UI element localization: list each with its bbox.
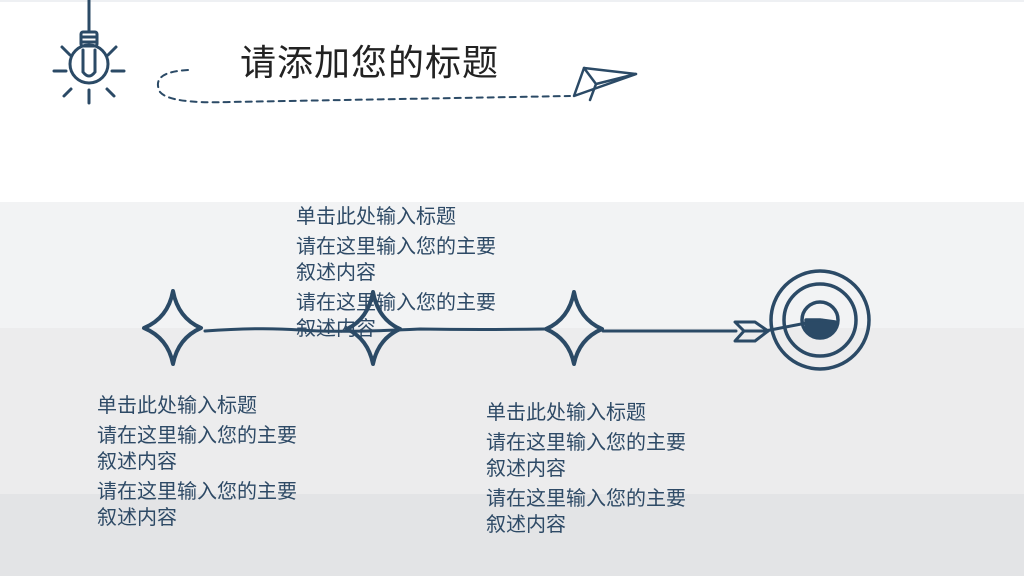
background-band-3 <box>0 494 1024 576</box>
item-description[interactable]: 请在这里输入您的主要叙述内容 <box>97 479 297 529</box>
timeline-item-3: 单击此处输入标题 请在这里输入您的主要叙述内容 请在这里输入您的主要叙述内容 <box>486 399 691 541</box>
item-heading[interactable]: 单击此处输入标题 <box>296 204 456 228</box>
item-heading[interactable]: 单击此处输入标题 <box>97 393 257 417</box>
timeline-item-1: 单击此处输入标题 请在这里输入您的主要叙述内容 请在这里输入您的主要叙述内容 <box>296 203 501 345</box>
top-rule <box>0 0 1024 2</box>
item-description[interactable]: 请在这里输入您的主要叙述内容 <box>486 486 686 536</box>
item-description[interactable]: 请在这里输入您的主要叙述内容 <box>296 234 496 284</box>
star-icon <box>544 290 604 366</box>
star-icon <box>142 289 203 366</box>
page-title: 请添加您的标题 <box>240 43 500 84</box>
item-heading[interactable]: 单击此处输入标题 <box>486 400 646 424</box>
timeline-item-2: 单击此处输入标题 请在这里输入您的主要叙述内容 请在这里输入您的主要叙述内容 <box>97 392 302 534</box>
item-description[interactable]: 请在这里输入您的主要叙述内容 <box>97 423 297 473</box>
item-description[interactable]: 请在这里输入您的主要叙述内容 <box>296 290 496 340</box>
timeline-line <box>203 327 738 333</box>
star-icon <box>345 290 402 366</box>
paper-plane-icon <box>572 66 638 102</box>
lightbulb-icon <box>52 0 126 105</box>
item-description[interactable]: 请在这里输入您的主要叙述内容 <box>486 430 686 480</box>
target-icon <box>769 269 871 371</box>
dashed-path <box>157 69 571 104</box>
